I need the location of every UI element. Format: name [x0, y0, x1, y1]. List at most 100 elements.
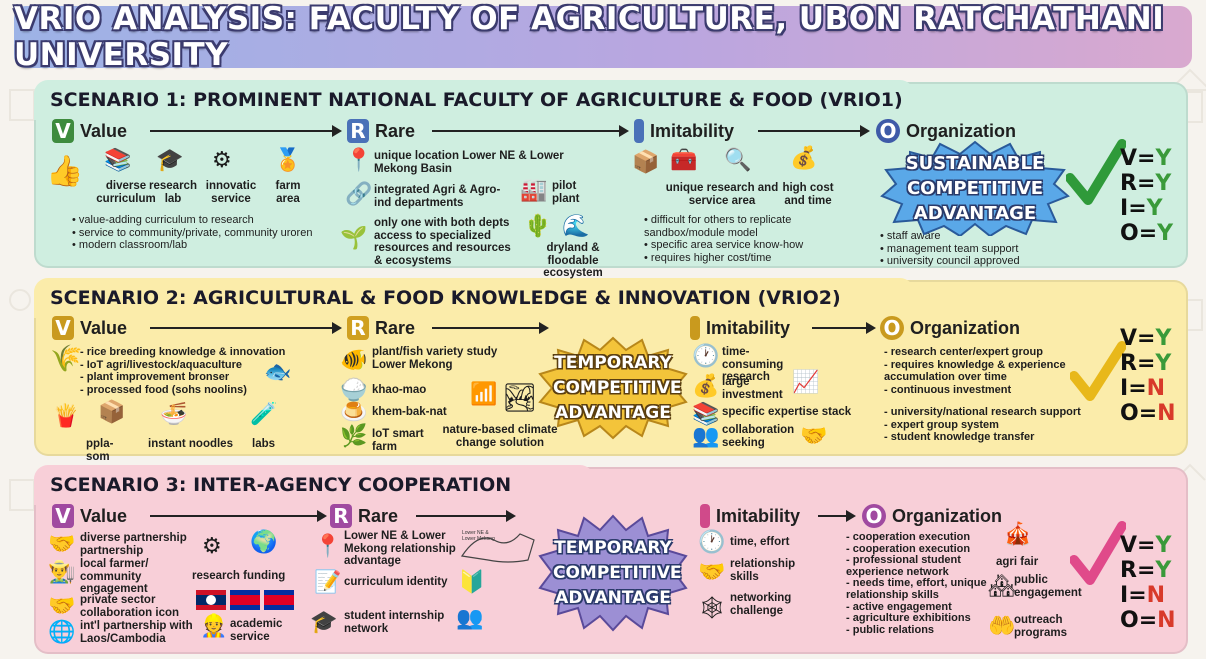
rare-item: khem-bak-nat — [372, 406, 447, 418]
imit-item: time, effort — [730, 536, 790, 548]
value-icon-label: innovatic service — [205, 180, 257, 205]
value-icon-label: labs — [252, 438, 276, 450]
scenario-3-tab: SCENARIO 3: INTER-AGENCY COOPERATION — [34, 465, 594, 505]
arrow — [150, 510, 327, 522]
s1-imit-bullets: difficult for others to replicate sandbo… — [644, 214, 844, 264]
burst-icon — [538, 514, 688, 632]
org-icon-label: public engagement — [1014, 574, 1082, 599]
rice-stalk-icon: 🌾 — [50, 343, 83, 373]
partnership-icon: 🤝 — [48, 593, 76, 618]
rare-heading: Rare — [375, 120, 416, 141]
academic-person-icon: 👷 — [200, 613, 228, 638]
stack-icon: 📚 — [692, 401, 720, 426]
s1-imitability-header: Imitability — [634, 119, 734, 143]
temporary-advantage-badge: TEMPORARY COMPETITIVE ADVANTAGE — [538, 514, 688, 632]
rare-item: nature-based climate change solution — [442, 424, 558, 449]
value-item: int'l partnership with Laos/Cambodia — [80, 620, 193, 645]
s2-organization-header: O Organization — [880, 316, 1020, 340]
arrow — [150, 322, 342, 334]
growth-chart-icon: 📈 — [792, 369, 820, 394]
engagement-icon: 🏘 — [988, 573, 1016, 598]
wifi-icon: 📶 — [470, 381, 498, 406]
value-icon-label: research funding — [192, 570, 286, 582]
location-pin-icon: 📍 — [314, 533, 342, 558]
dessert-icon: 🍮 — [340, 399, 368, 424]
flood-icon: 🌊 — [562, 213, 590, 238]
rare-item: only one with both depts access to speci… — [374, 217, 511, 267]
rare-heading: Rare — [375, 317, 416, 338]
s2-vrio-scores: V=Y R=Y I=N O=N — [1120, 326, 1176, 426]
burst-icon — [880, 140, 1070, 236]
coins-icon: 💰 — [790, 145, 818, 170]
graduation-cap-icon: 🎓 — [156, 147, 184, 172]
s3-value-header: V Value — [52, 504, 127, 528]
flags-row — [196, 590, 294, 610]
imit-item: specific expertise stack — [722, 406, 852, 418]
arrow — [416, 510, 516, 522]
rice-bowl-icon: 🍚 — [340, 377, 368, 402]
s2-imitability-header: Imitability — [690, 316, 790, 340]
s2-value-dashes: rice breeding knowledge & innovation IoT… — [80, 346, 300, 396]
page-title: VRIO ANALYSIS: FACULTY OF AGRICULTURE, U… — [14, 1, 1165, 73]
imitability-heading: Imitability — [650, 120, 735, 141]
value-icon-label: academic service — [230, 618, 283, 643]
badge-text: TEMPORARY COMPETITIVE ADVANTAGE — [553, 537, 682, 608]
innovation-gear-icon: ⚙ — [212, 147, 232, 172]
v-letter-icon: V — [52, 316, 74, 340]
rare-item: dryland & floodable ecosystem — [543, 242, 603, 279]
handshake-icon: 🤝 — [48, 531, 76, 556]
imit-item: networking challenge — [730, 592, 792, 617]
arrow — [150, 125, 342, 137]
identity-badge-icon: 🔰 — [458, 569, 486, 594]
s1-rare-header: R Rare — [347, 119, 415, 143]
location-pin-icon: 📍 — [345, 147, 373, 172]
rare-item: IoT smart farm — [372, 428, 424, 453]
smart-farm-icon: 🌿 — [340, 423, 368, 448]
s2-org-dashes-a: research center/expert group requires kn… — [884, 346, 1094, 396]
value-item: diverse partnership partnership — [80, 532, 187, 557]
r-letter-icon: R — [347, 316, 369, 340]
laos-flag-icon — [196, 590, 226, 610]
imit-item: time-consuming research — [722, 346, 784, 383]
scenario-2-tab: SCENARIO 2: AGRICULTURAL & FOOD KNOWLEDG… — [34, 278, 914, 318]
thumbs-up-icon: 👍 — [46, 155, 84, 188]
o-letter-icon: O — [876, 119, 900, 143]
burst-icon — [538, 336, 688, 440]
scenario-3-title: SCENARIO 3: INTER-AGENCY COOPERATION — [50, 474, 512, 496]
s3-vrio-scores: V=Y R=Y I=N O=N — [1120, 533, 1176, 633]
checkmark-green-icon — [1066, 139, 1126, 205]
value-item: local farmer/ community engagement — [80, 558, 149, 595]
noodle-pack-icon: 📦 — [98, 399, 126, 424]
magnifier-screen-icon: 🔍 — [724, 147, 752, 172]
farm-badge-icon: 🏅 — [274, 147, 302, 172]
scenario-2-title: SCENARIO 2: AGRICULTURAL & FOOD KNOWLEDG… — [50, 287, 841, 309]
checkmark-pink-icon — [1070, 521, 1126, 585]
v-letter-icon: V — [52, 504, 74, 528]
mekong-map-icon: Lower NE & Lower Mekong — [458, 526, 538, 566]
landscape-icon: 🏞 — [502, 382, 538, 413]
s2-rare-header: R Rare — [347, 316, 415, 340]
r-letter-icon: R — [347, 119, 369, 143]
v-letter-icon: V — [52, 119, 74, 143]
noodle-bowl-icon: 🍜 — [160, 401, 188, 426]
farmer-icon: 👨‍🌾 — [48, 559, 76, 584]
outreach-icon: 🤲 — [988, 613, 1016, 638]
money-bag-icon: 💰 — [692, 373, 720, 398]
badge-text: TEMPORARY COMPETITIVE ADVANTAGE — [553, 352, 682, 423]
checkmark-yellow-icon — [1070, 341, 1126, 401]
fish-icon: 🐟 — [264, 359, 292, 384]
scenario-1-tab: SCENARIO 1: PROMINENT NATIONAL FACULTY O… — [34, 80, 914, 120]
value-icon-label: diverse curriculum — [96, 180, 156, 205]
rare-item: khao-mao — [372, 384, 427, 396]
s1-org-bullets: staff aware management team support univ… — [880, 230, 1060, 268]
value-icon-label: ppla-som — [86, 438, 114, 463]
i-letter-icon — [690, 316, 700, 340]
arrow — [818, 510, 856, 522]
s1-organization-header: O Organization — [876, 119, 1016, 143]
i-letter-icon — [700, 504, 710, 528]
imit-icon-label: high cost and time — [782, 182, 834, 207]
factory-icon: 🏭 — [520, 177, 548, 202]
org-icon-label: agri fair — [996, 556, 1039, 568]
curriculum-icon: 📚 — [104, 147, 132, 172]
value-icon-label: research lab — [149, 180, 197, 205]
